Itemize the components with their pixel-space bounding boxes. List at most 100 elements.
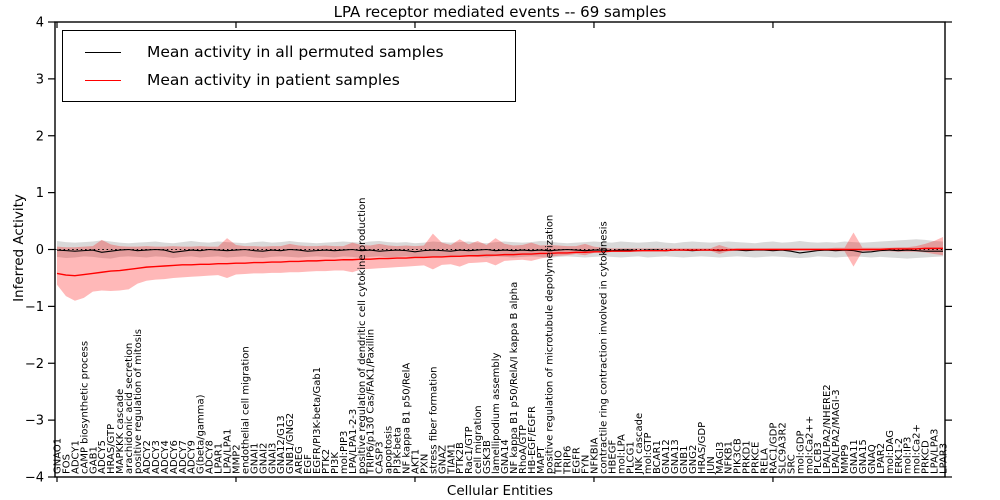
x-tick-label: PRKD1 (742, 440, 753, 474)
x-tick-label: mol:Ca2++ (804, 416, 815, 474)
y-tick-label: 2 (36, 129, 44, 144)
x-tick-label: FYN (581, 455, 592, 474)
x-tick-label: GNA13 (670, 439, 681, 474)
x-tick-label: GNA12 (661, 439, 672, 474)
x-tick-label: ADCY2 (142, 440, 153, 474)
x-tick-label: NF kappa B1 p50/RelA/I kappa B alpha (509, 282, 520, 474)
x-tick-label: NFKBIA (589, 437, 600, 474)
x-tick-label: LPA/LPA3 (930, 429, 941, 474)
x-tick-label: LPAR1 (214, 443, 225, 474)
x-tick-label: LPA/LPA2/MAGI-3 (831, 389, 842, 474)
permuted-mean-line (56, 248, 943, 254)
permuted-line-swatch (85, 51, 121, 53)
x-tick-label: ADCY7 (178, 440, 189, 474)
x-tick-label: JUN (706, 456, 717, 475)
x-tick-label: positive regulation of microtubule depol… (545, 215, 556, 474)
legend-label-patient: Mean activity in patient samples (147, 71, 400, 89)
x-tick-label: LPAR2 (876, 443, 887, 474)
chart-title: LPA receptor mediated events -- 69 sampl… (333, 3, 667, 21)
x-tick-label: LPAR3 (939, 443, 950, 474)
x-tick-label: TRIP6/p130 Cas/FAK1/Paxillin (366, 329, 377, 475)
x-tick-label: PRKCD (921, 440, 932, 474)
x-tick-label: positive regulation of dendritic cell cy… (357, 198, 368, 474)
x-tick-label: GNA11 (849, 439, 860, 474)
x-tick-label: ADCY4 (160, 440, 171, 474)
x-tick-label: SLC9A3R2 (777, 422, 788, 474)
y-tick-label: 1 (36, 186, 44, 201)
x-tick-label: EGFR/PI3K-beta/Gab1 (312, 367, 323, 474)
x-tick-label: MAGI3 (715, 442, 726, 474)
x-tick-label: AREG (294, 446, 305, 474)
x-tick-label: LPA/LPA2/NHERE2 (822, 384, 833, 474)
x-tick-label: RELA (760, 448, 771, 474)
x-tick-label: RhoA/GTP (518, 425, 529, 474)
legend-item-permuted: Mean activity in all permuted samples (63, 37, 515, 65)
x-tick-label: Rac1/GTP (464, 426, 475, 474)
x-tick-label: cAMP biosynthetic process (79, 341, 90, 474)
x-tick-label: GNB1/GNG2 (285, 413, 296, 474)
x-tick-label: G(beta/gamma) (196, 394, 207, 474)
x-tick-label: EGFR (572, 447, 583, 474)
x-tick-label: MMP9 (840, 444, 851, 474)
x-tick-label: GNA12/G13 (276, 415, 287, 474)
x-tick-label: ADCY5 (97, 440, 108, 474)
x-tick-label: ADCY8 (205, 440, 216, 474)
x-tick-label: mol:GDP (795, 431, 806, 475)
x-tick-label: PI3K-beta (393, 427, 404, 474)
patient-line-swatch (85, 79, 121, 81)
x-tick-label: TIAM1 (446, 443, 457, 475)
x-tick-label: HRAS/GTP (106, 424, 117, 474)
x-tick-label: mol:DAG (885, 430, 896, 474)
y-tick-label: −4 (25, 471, 44, 486)
x-tick-label: mol:GTP (643, 432, 654, 474)
permuted-range-band (57, 239, 943, 259)
x-tick-label: GNA15 (858, 439, 869, 474)
x-tick-label: ADCY9 (187, 440, 198, 474)
x-tick-label: BCAR1 (652, 440, 663, 474)
x-tick-label: ADCY1 (70, 440, 81, 474)
chart-legend: Mean activity in all permuted samples Me… (62, 30, 516, 102)
y-tick-label: 0 (36, 243, 44, 258)
x-tick-label: CASP3 (375, 441, 386, 474)
x-tick-label: PLCG1 (625, 441, 636, 474)
x-tick-label: NF kappa B1 p50/RelA (402, 363, 413, 474)
x-tick-label: arachidonic acid secretion (124, 343, 135, 474)
y-tick-label: −3 (25, 414, 44, 429)
x-tick-label: MAPKKK cascade (115, 389, 126, 474)
x-tick-label: FOS (61, 454, 72, 474)
x-tick-label: PTK2 (321, 449, 332, 474)
x-tick-label: GNAI1 (249, 443, 260, 474)
y-axis-title: Inferred Activity (11, 194, 27, 302)
x-tick-label: GNAQ (867, 444, 878, 474)
x-tick-label: PXN (419, 454, 430, 474)
x-tick-label: cell migration (473, 405, 484, 474)
x-tick-label: HB-EGF/EGFR (527, 406, 538, 474)
x-tick-label: GNA14 (500, 439, 511, 474)
x-tick-label: GNAZ (437, 445, 448, 474)
x-tick-label: mol:LPA (616, 434, 627, 474)
x-tick-label: PRKCE (751, 442, 762, 474)
x-tick-label: GNAI2 (258, 443, 269, 474)
legend-item-patient: Mean activity in patient samples (63, 65, 515, 93)
x-tick-label: lamellipodium assembly (491, 352, 502, 474)
y-tick-label: −1 (25, 300, 44, 315)
x-tick-label: apoptosis (384, 426, 395, 474)
x-tick-label: EGF (303, 454, 314, 474)
x-tick-label: LPA/LPA1-2-3 (348, 409, 359, 474)
x-tick-label: PLCB3 (813, 442, 824, 474)
x-tick-label: TRIO (554, 450, 565, 475)
y-tick-label: 4 (36, 16, 44, 31)
x-tick-label: HBEGF (607, 440, 618, 474)
x-tick-label: MMP2 (231, 444, 242, 474)
patient-mean-line (56, 247, 943, 277)
x-tick-label: TRIP6 (563, 446, 574, 475)
x-tick-label: LPA/LPA1 (223, 429, 234, 474)
x-tick-label: mol:PIP3 (339, 431, 350, 474)
x-tick-label: PI3K (330, 452, 341, 474)
x-tick-label: positive regulation of mitosis (133, 329, 144, 474)
x-tick-label: ADCY6 (169, 440, 180, 474)
x-tick-label: ADCY3 (151, 440, 162, 474)
x-tick-label: AKT1 (410, 449, 421, 474)
